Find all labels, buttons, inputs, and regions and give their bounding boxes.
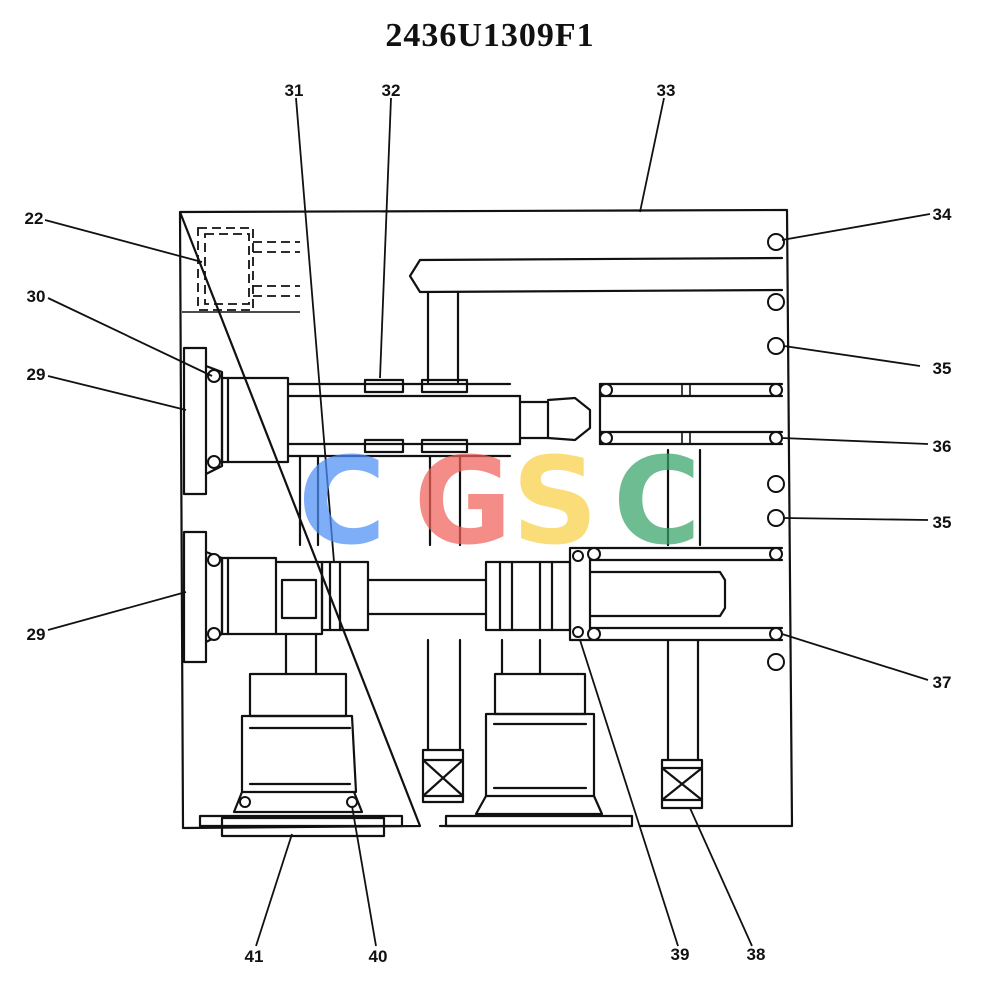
callout-34: 34	[933, 205, 952, 224]
callout-22: 22	[25, 209, 44, 228]
callout-38: 38	[747, 945, 766, 964]
callout-31: 31	[285, 81, 304, 100]
callout-40: 40	[369, 947, 388, 966]
watermark-letter-c1: C	[298, 433, 386, 572]
callout-29-upper: 29	[27, 365, 46, 384]
watermark-letter-c2: C	[613, 433, 701, 572]
callout-37: 37	[933, 673, 952, 692]
callout-29-lower: 29	[27, 625, 46, 644]
watermark-letter-s: S	[512, 433, 598, 572]
callout-30: 30	[27, 287, 46, 306]
x-plug-right	[660, 758, 704, 810]
callout-labels: 22 30 29 29 31 32 33 34 35 36 35 37 38 3…	[25, 81, 952, 966]
watermark-letter-g: G	[414, 433, 513, 572]
dashed-plug-22	[197, 227, 300, 311]
middle-passages	[298, 448, 785, 547]
callout-35-lower: 35	[933, 513, 952, 532]
lower-spool	[182, 530, 785, 671]
drawing-title: 2436U1309F1	[385, 17, 594, 54]
watermark: C G S C	[298, 433, 701, 572]
callout-33: 33	[657, 81, 676, 100]
pilot-piston	[408, 233, 785, 384]
callout-41: 41	[245, 947, 264, 966]
middle-plug-assembly	[444, 672, 634, 828]
callout-39: 39	[671, 945, 690, 964]
x-plug-left	[421, 748, 465, 804]
callout-36: 36	[933, 437, 952, 456]
callout-32: 32	[382, 81, 401, 100]
left-plug-assembly	[198, 672, 404, 838]
callout-35-upper: 35	[933, 359, 952, 378]
lower-ports	[284, 632, 700, 762]
leader-lines	[44, 97, 931, 947]
upper-spool	[182, 346, 784, 496]
